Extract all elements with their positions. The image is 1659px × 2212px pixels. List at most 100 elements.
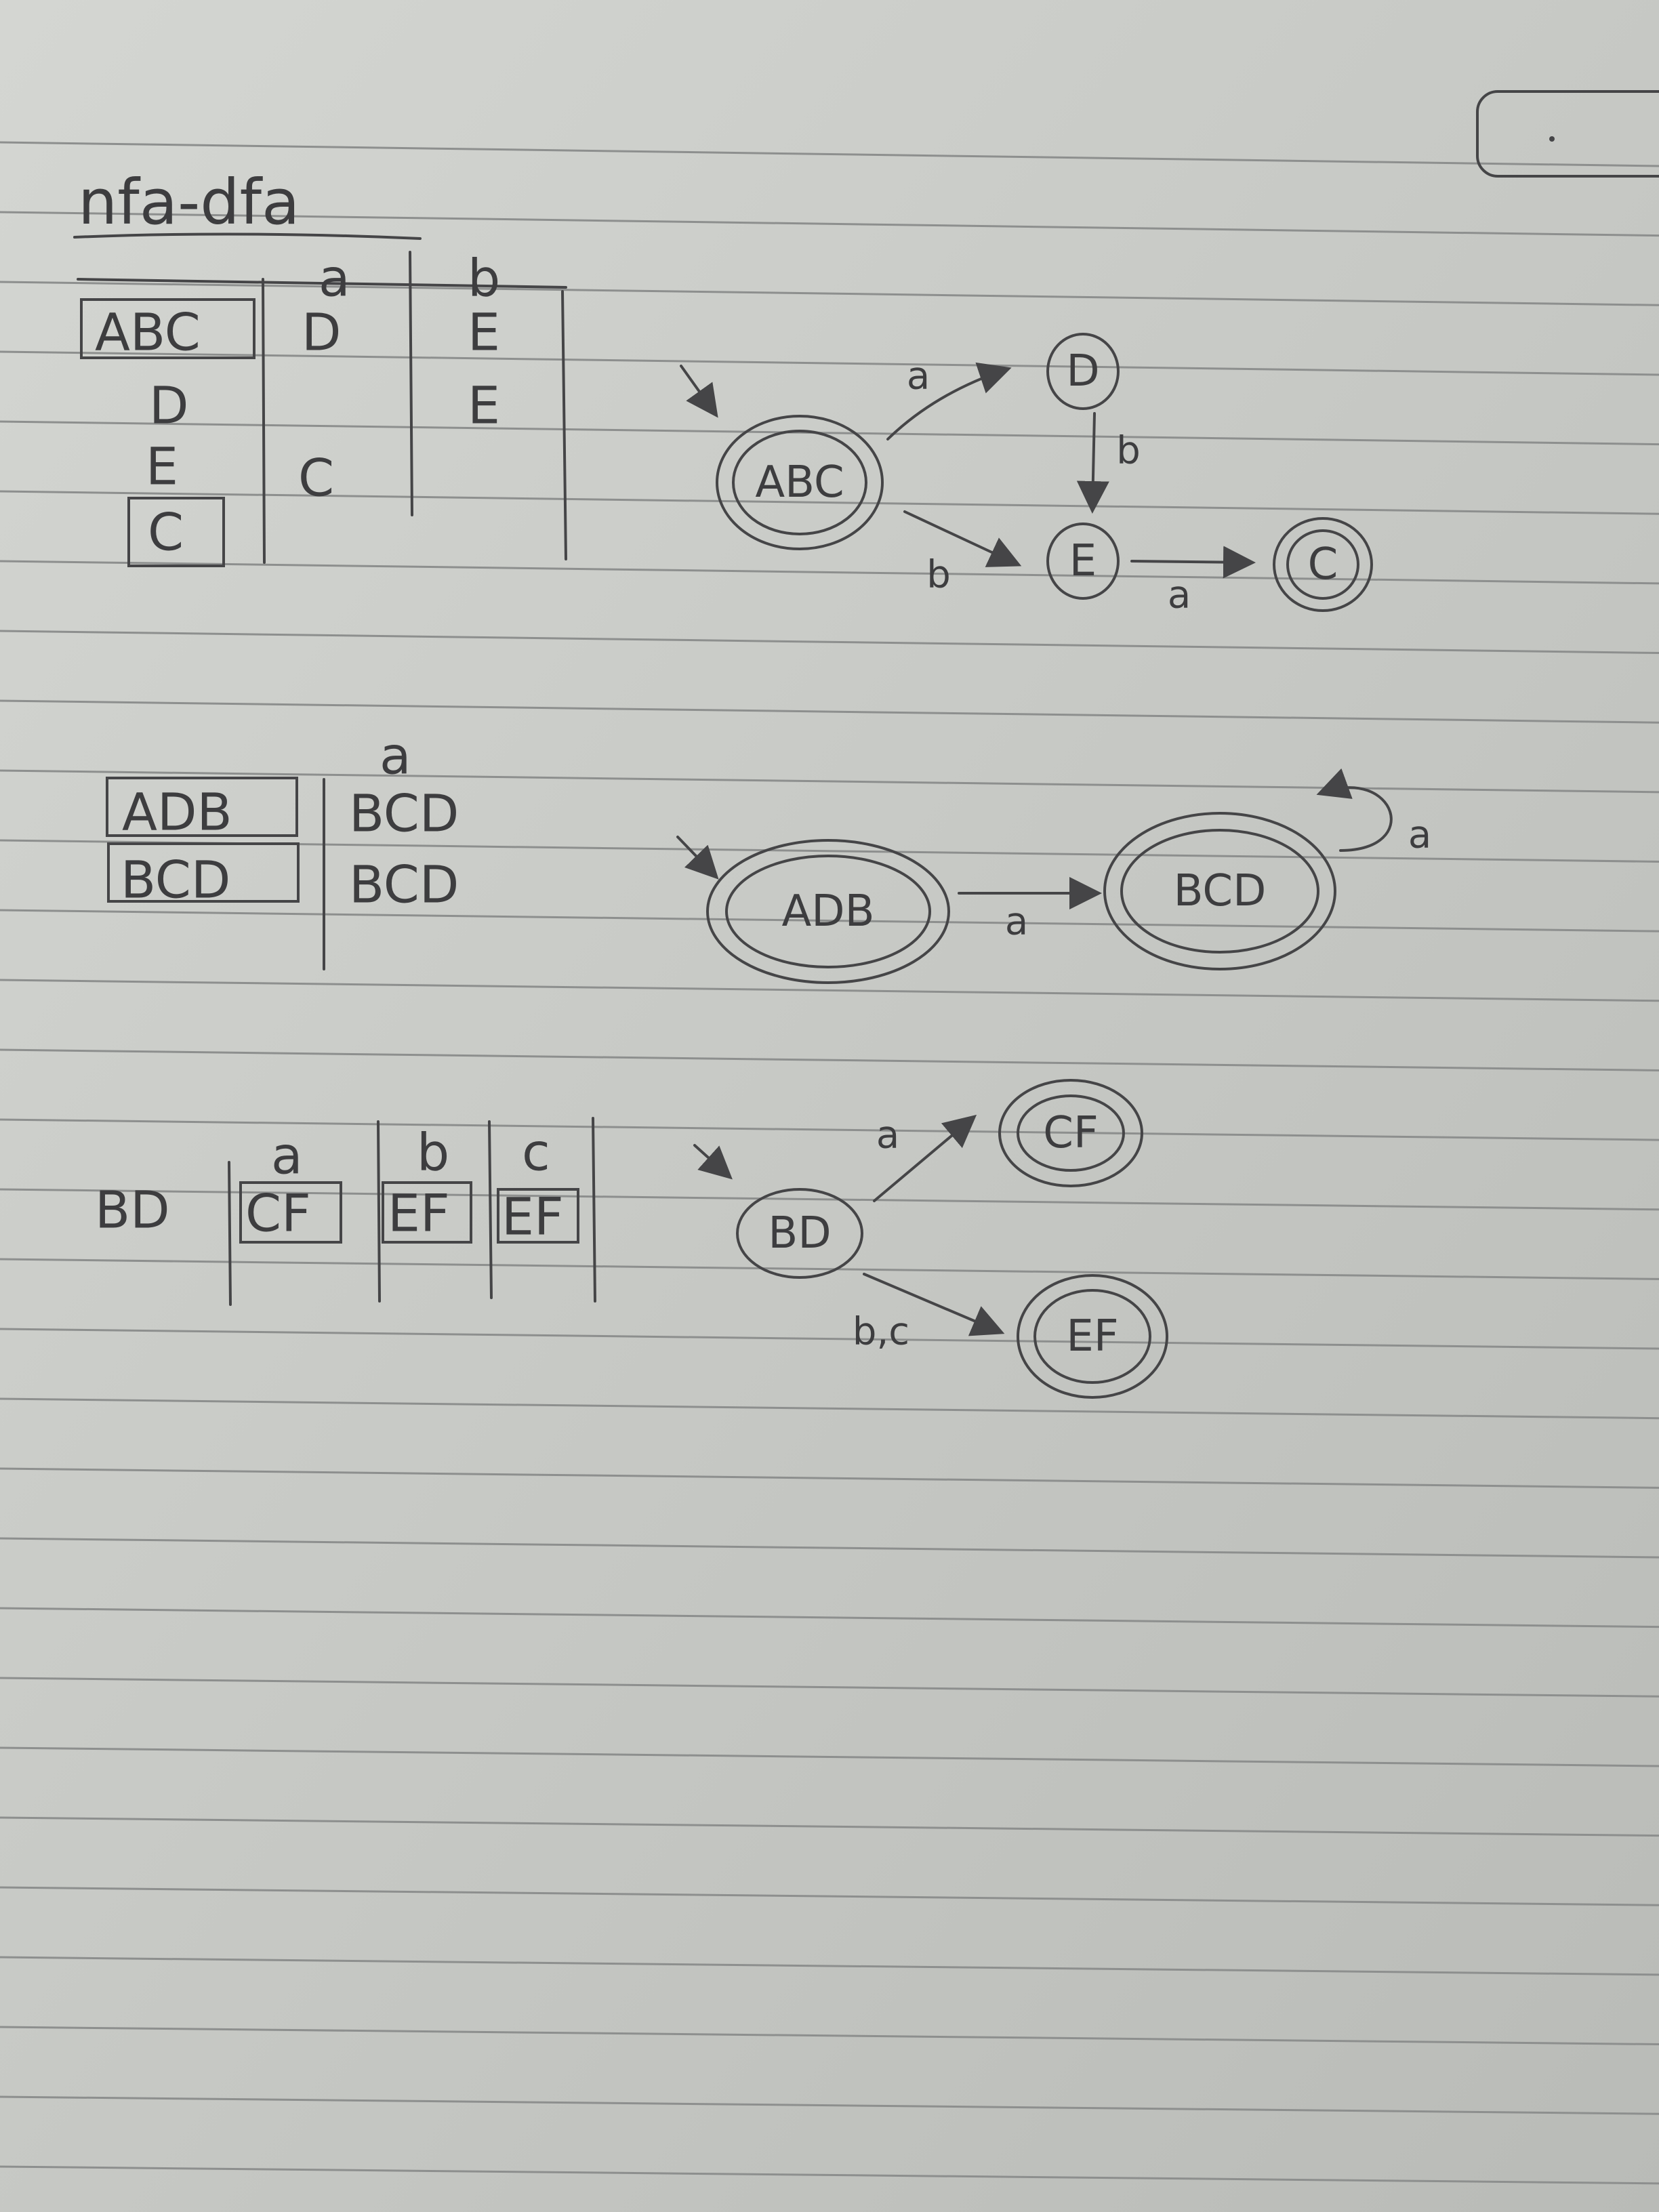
ruled-line — [0, 1328, 1659, 1350]
ruled-line — [0, 1886, 1659, 1906]
transition-table-2: a ADB BCD BCD BCD — [106, 726, 459, 970]
row-state: E — [146, 436, 178, 497]
state-label: EF — [1066, 1311, 1118, 1361]
start-arrow — [693, 1144, 733, 1180]
state-circle-abc — [732, 430, 867, 535]
row-state: ABC — [95, 302, 201, 363]
state-label: ADB — [782, 886, 875, 937]
ruled-line — [0, 281, 1659, 306]
ruled-line — [0, 1677, 1659, 1698]
ruled-lines — [0, 141, 1659, 2185]
ruled-line — [0, 1467, 1659, 1489]
transition-arrow — [1130, 546, 1256, 579]
row-cell-a: BCD — [349, 855, 459, 915]
accepting-state-box — [80, 298, 255, 359]
transition-label: a — [1408, 813, 1431, 857]
dfa-diagram-3: BD CF EF a b,c — [693, 1079, 1168, 1399]
column-header-b: b — [468, 248, 500, 308]
ruled-line — [0, 420, 1659, 446]
state-label: CF — [1043, 1108, 1099, 1158]
transition-arrow — [863, 1273, 1005, 1336]
transition-label: a — [1168, 573, 1191, 617]
transition-table-1: a b ABC D E D E E C C — [77, 248, 567, 567]
page-corner-box — [1476, 90, 1659, 178]
row-state: ADB — [122, 782, 232, 842]
transition-table-3: a b c BD CF EF EF — [95, 1117, 596, 1306]
transition-arrow — [1076, 412, 1109, 514]
accepting-state-box — [106, 777, 298, 837]
transition-label: b — [926, 553, 951, 597]
ruled-line — [0, 141, 1659, 167]
self-loop-arrow — [1316, 768, 1393, 852]
column-header-a: a — [271, 1126, 303, 1186]
state-label: C — [1308, 539, 1338, 590]
ruled-line — [0, 1397, 1659, 1420]
ruled-line — [0, 1607, 1659, 1629]
ruled-line — [0, 1258, 1659, 1280]
ruled-line — [0, 630, 1659, 655]
transition-label: b,c — [853, 1310, 909, 1354]
ruled-line — [0, 1537, 1659, 1559]
column-header-a: a — [380, 726, 411, 786]
ruled-line — [0, 1048, 1659, 1071]
ruled-line — [0, 1746, 1659, 1767]
corner-dot — [1549, 136, 1555, 142]
ruled-line — [0, 699, 1659, 724]
ruled-line — [0, 490, 1659, 515]
row-cell-b: E — [468, 375, 500, 436]
transition-arrow — [886, 362, 1012, 441]
state-label: D — [1066, 346, 1099, 396]
ruled-line — [0, 1816, 1659, 1837]
transition-label: a — [876, 1113, 899, 1158]
state-circle-bcd-outer — [1103, 812, 1336, 970]
state-label: BD — [768, 1208, 831, 1258]
ruled-line — [0, 1956, 1659, 1976]
row-state: D — [149, 375, 189, 436]
state-label: ABC — [755, 457, 844, 508]
ruled-line — [0, 2026, 1659, 2046]
transition-label: a — [907, 354, 930, 398]
ruled-line — [0, 909, 1659, 933]
ruled-line — [0, 1188, 1659, 1211]
ruled-line — [0, 1118, 1659, 1141]
row-state: C — [148, 502, 184, 562]
transition-arrow — [873, 1114, 977, 1202]
ruled-line — [0, 2095, 1659, 2115]
row-cell-a: C — [298, 448, 334, 508]
row-cell-b: EF — [388, 1183, 450, 1244]
accepting-state-box — [239, 1181, 342, 1244]
state-circle-abc-outer — [716, 415, 884, 550]
ruled-line — [0, 560, 1659, 585]
state-circle-d — [1046, 333, 1120, 410]
state-circle-adb-outer — [706, 839, 950, 984]
state-circle-bd — [736, 1188, 863, 1279]
accepting-state-box — [497, 1188, 579, 1244]
transition-label: b — [1116, 429, 1141, 473]
row-state: BD — [95, 1180, 170, 1240]
state-label: BCD — [1174, 866, 1267, 916]
ruled-line — [0, 979, 1659, 1002]
state-circle-cf — [1017, 1094, 1125, 1172]
row-cell-a: D — [302, 302, 342, 363]
column-header-a: a — [319, 248, 350, 308]
accepting-state-box — [382, 1181, 472, 1244]
ruled-line — [0, 211, 1659, 237]
state-circle-ef — [1033, 1289, 1151, 1384]
state-circle-bcd — [1120, 829, 1319, 954]
ruled-line — [0, 2165, 1659, 2185]
state-circle-c-outer — [1273, 517, 1373, 612]
dfa-diagram-1: ABC D E C a b b a — [680, 333, 1373, 617]
state-circle-cf-outer — [998, 1079, 1143, 1187]
row-cell-c: EF — [501, 1187, 564, 1247]
start-arrow — [676, 836, 719, 880]
row-state: BCD — [121, 850, 230, 910]
state-circle-ef-outer — [1017, 1274, 1168, 1399]
column-header-b: b — [417, 1122, 449, 1183]
state-circle-e — [1046, 523, 1120, 600]
state-circle-c — [1286, 529, 1359, 600]
dfa-diagram-2: ADB BCD a a — [676, 768, 1431, 984]
accepting-state-box — [127, 497, 225, 567]
row-cell-a: CF — [245, 1183, 311, 1244]
